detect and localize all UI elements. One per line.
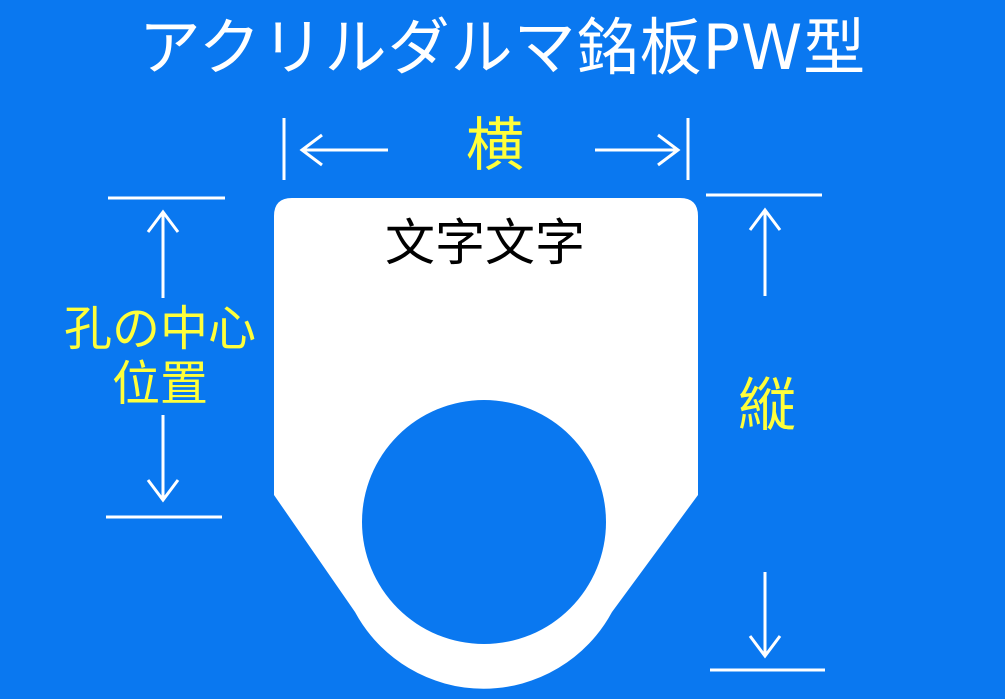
hole-center-label-line2: 位置 — [111, 356, 208, 412]
hole-center-label-line1: 孔の中心 — [63, 301, 256, 357]
height-label: 縦 — [737, 371, 796, 439]
plate-text: 文字文字 — [385, 214, 585, 272]
width-dimension — [282, 118, 690, 180]
height-dimension — [706, 193, 825, 672]
hole-center-dimension — [106, 196, 225, 519]
page-title: アクリルダルマ銘板PW型 — [138, 11, 867, 84]
width-label: 横 — [465, 111, 524, 179]
nameplate-shape — [274, 198, 698, 689]
